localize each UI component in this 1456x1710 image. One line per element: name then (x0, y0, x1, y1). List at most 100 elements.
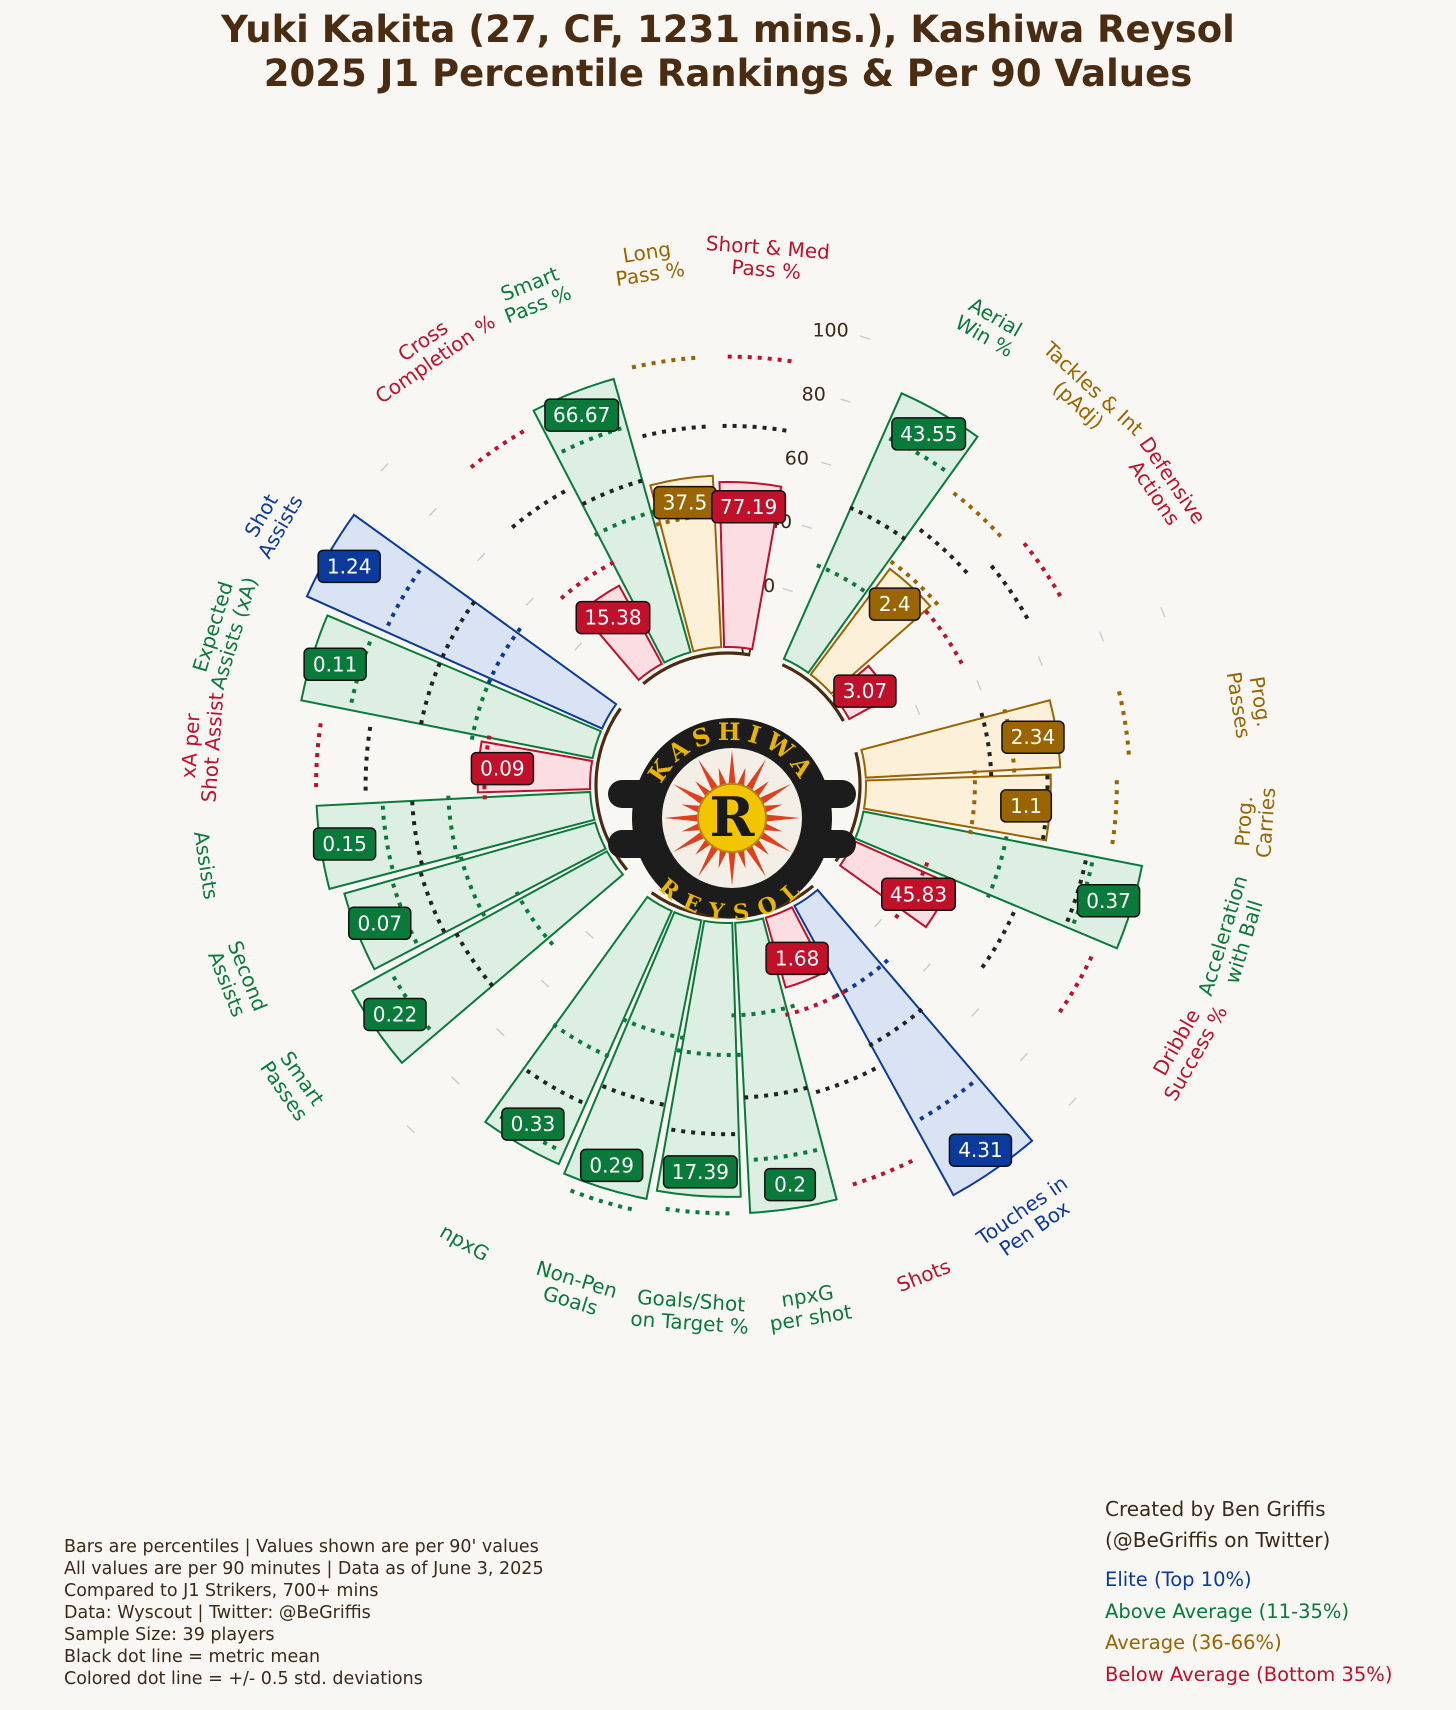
value-text: 1.68 (775, 946, 820, 970)
value-box (1076, 884, 1141, 918)
reference-dotline (888, 436, 946, 472)
metric-label: Shots (893, 1254, 954, 1297)
bar (315, 790, 596, 891)
metric-label-line: per shot (768, 1299, 854, 1335)
reference-dotline (919, 1081, 975, 1121)
reference-dotline (834, 958, 890, 999)
value-text: 0.07 (357, 911, 402, 935)
grid-arc (1160, 607, 1166, 618)
value-box (363, 997, 427, 1032)
bar (860, 699, 1062, 779)
value-text: 17.39 (672, 1160, 729, 1184)
sun-ray (737, 849, 746, 869)
value-text: 1.1 (1010, 794, 1042, 818)
value-box (662, 1155, 738, 1189)
bar (734, 917, 838, 1214)
reference-dotline (849, 505, 907, 541)
sun-ray (745, 759, 766, 791)
grid-arc (525, 597, 534, 607)
grid-arc (1019, 1052, 1028, 1062)
sun-ray (718, 849, 727, 869)
reference-dotline (380, 805, 395, 870)
value-label: 43.55 (891, 417, 967, 451)
sun-ray (664, 814, 699, 822)
reference-dotline (980, 911, 1016, 969)
value-label: 15.38 (575, 600, 651, 635)
metric-label-line: Assists (189, 829, 223, 901)
value-label: 17.39 (662, 1155, 738, 1189)
reference-dotline (1058, 955, 1094, 1014)
value-label: 0.22 (363, 997, 427, 1032)
bar (718, 481, 783, 651)
grid-arc (874, 918, 883, 928)
value-text: 77.19 (720, 495, 777, 519)
reference-dotline (815, 1066, 877, 1095)
reference-dotline (1022, 542, 1062, 598)
metric-label-line: Prog. (1230, 795, 1257, 847)
value-label: 77.19 (711, 490, 787, 524)
value-label: 37.5 (653, 485, 717, 520)
value-box (880, 877, 956, 912)
reference-dotline (560, 426, 622, 454)
value-box (948, 1133, 1013, 1167)
metric-label-line: Shots (893, 1254, 954, 1297)
value-label: 0.2 (764, 1167, 817, 1202)
value-label: 3.07 (833, 674, 897, 708)
value-label: 1.1 (1000, 789, 1053, 823)
reference-dotline (486, 627, 522, 685)
value-box (579, 1148, 644, 1183)
sun-ray (718, 767, 727, 787)
value-text: 37.5 (663, 491, 708, 515)
metric-label: Prog.Carries (1230, 787, 1280, 859)
grid-arc (495, 1027, 505, 1037)
legend-above-average: Above Average (11-35%) (1105, 1599, 1350, 1623)
reference-dotline (593, 509, 655, 537)
credit-line: Created by Ben Griffis (1105, 1497, 1326, 1521)
reference-dotline (722, 423, 787, 433)
value-text: 3.07 (843, 679, 888, 703)
metric-label-line: Pass % (731, 255, 802, 284)
sun-ray (737, 767, 746, 787)
bar (782, 392, 979, 675)
value-box (470, 751, 535, 786)
bar (483, 895, 674, 1166)
grid-arc (782, 587, 793, 593)
value-label: 66.67 (544, 398, 620, 432)
reference-dotline (440, 600, 477, 658)
sun-ray (765, 814, 800, 822)
sun-ray (698, 759, 719, 791)
grid-arc (428, 507, 437, 517)
reference-dotline (469, 429, 525, 469)
metric-label: npxG (436, 1219, 494, 1266)
sun-ray (673, 784, 705, 805)
metric-label-line: Shot Assist (196, 691, 228, 803)
value-text: 43.55 (900, 422, 957, 446)
grid-arc (821, 461, 832, 466)
grid-arc (380, 463, 389, 472)
radial-tick-label: 100 (812, 320, 848, 342)
grid-arcs (380, 335, 1166, 1134)
sun-ray (695, 781, 711, 797)
value-text: 4.31 (958, 1138, 1003, 1162)
value-text: 45.83 (890, 882, 947, 906)
bar (562, 910, 703, 1201)
title-line-2: 2025 J1 Percentile Rankings & Per 90 Val… (263, 52, 1193, 95)
value-box (764, 1167, 817, 1202)
value-label: 0.15 (312, 827, 377, 861)
bar (649, 474, 723, 653)
value-label: 0.29 (579, 1148, 644, 1183)
grid-arc (585, 930, 595, 939)
value-box (575, 600, 651, 635)
reference-dotline (889, 559, 940, 606)
value-label: 1.68 (765, 941, 829, 976)
value-text: 0.29 (589, 1153, 634, 1177)
note-line: Sample Size: 39 players (64, 1625, 275, 1645)
value-label: 0.09 (470, 751, 535, 786)
note-line: Colored dot line = +/- 0.5 std. deviatio… (64, 1669, 423, 1689)
reference-dotline (868, 1007, 924, 1048)
value-label: 0.07 (348, 906, 412, 941)
